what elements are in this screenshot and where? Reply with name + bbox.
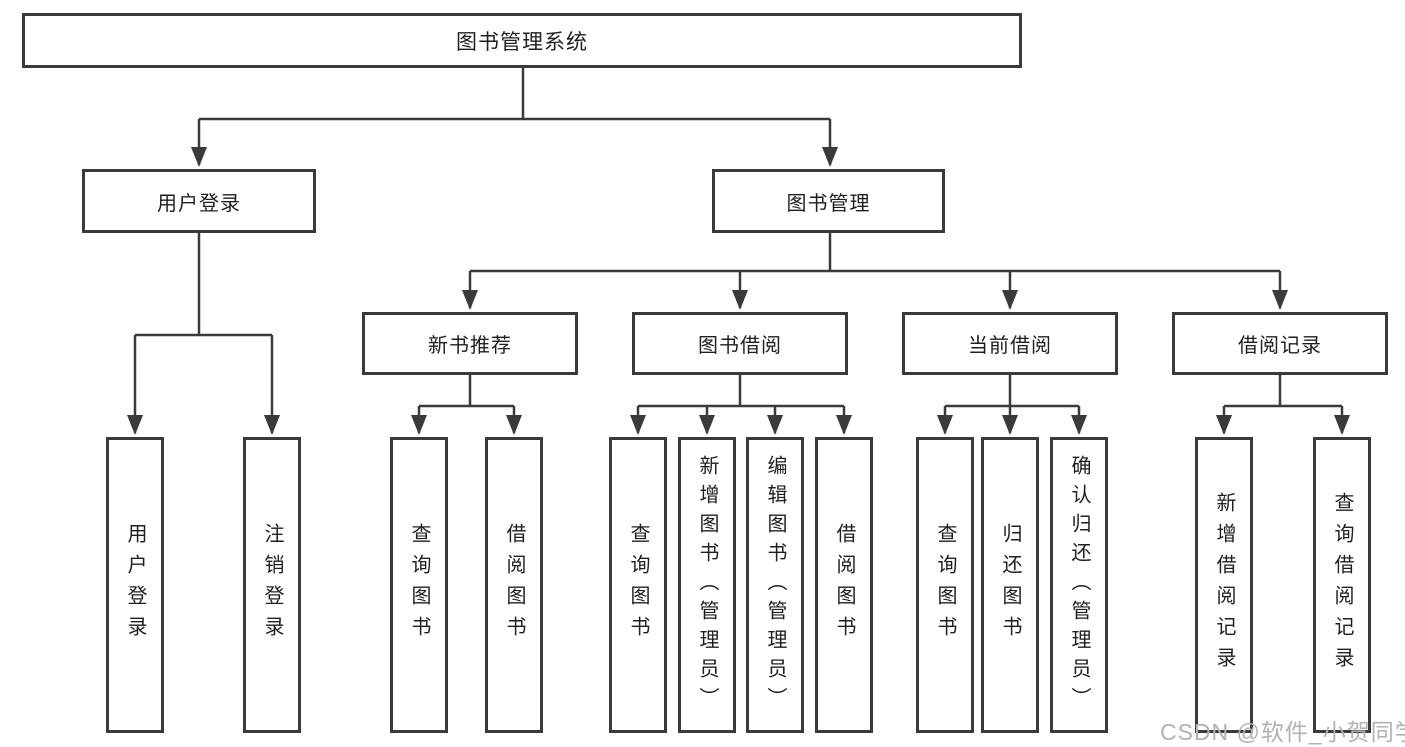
node-root-system: 图书管理系统 <box>22 13 1022 68</box>
leaf-recommend-query-book-label: 查询图书 <box>408 523 430 647</box>
node-new-book-recommend: 新书推荐 <box>362 312 578 375</box>
node-user-login: 用户登录 <box>82 169 316 233</box>
leaf-records-query-record: 查询借阅记录 <box>1313 437 1371 733</box>
leaf-recommend-borrow-book-label: 借阅图书 <box>503 523 525 647</box>
leaf-current-query-book-label: 查询图书 <box>934 523 956 647</box>
leaf-borrow-add-book-admin: 新增图书（管理员） <box>678 437 736 733</box>
node-current-borrow: 当前借阅 <box>902 312 1118 375</box>
leaf-records-add-record-label: 新增借阅记录 <box>1213 492 1235 678</box>
leaf-borrow-edit-book-admin: 编辑图书（管理员） <box>746 437 804 733</box>
node-book-borrow: 图书借阅 <box>632 312 848 375</box>
leaf-current-return-book: 归还图书 <box>981 437 1039 733</box>
leaf-recommend-query-book: 查询图书 <box>390 437 448 733</box>
leaf-logout: 注销登录 <box>243 437 301 733</box>
leaf-user-login: 用户登录 <box>106 437 164 733</box>
leaf-borrow-query-book-label: 查询图书 <box>627 523 649 647</box>
node-borrow-records: 借阅记录 <box>1172 312 1388 375</box>
leaf-current-query-book: 查询图书 <box>916 437 974 733</box>
csdn-watermark: CSDN @软件_小贺同学 <box>1160 719 1405 745</box>
leaf-logout-label: 注销登录 <box>261 523 283 647</box>
leaf-current-confirm-return-admin-label: 确认归还（管理员） <box>1068 454 1090 716</box>
leaf-borrow-borrow-book-label: 借阅图书 <box>833 523 855 647</box>
leaf-borrow-edit-book-admin-label: 编辑图书（管理员） <box>764 454 786 716</box>
leaf-borrow-query-book: 查询图书 <box>609 437 667 733</box>
leaf-borrow-add-book-admin-label: 新增图书（管理员） <box>696 454 718 716</box>
leaf-user-login-label: 用户登录 <box>124 523 146 647</box>
leaf-current-confirm-return-admin: 确认归还（管理员） <box>1050 437 1108 733</box>
leaf-recommend-borrow-book: 借阅图书 <box>485 437 543 733</box>
leaf-borrow-borrow-book: 借阅图书 <box>815 437 873 733</box>
node-book-management: 图书管理 <box>712 169 945 233</box>
leaf-current-return-book-label: 归还图书 <box>999 523 1021 647</box>
leaf-records-query-record-label: 查询借阅记录 <box>1331 492 1353 678</box>
tree-edges <box>127 68 1350 435</box>
leaf-records-add-record: 新增借阅记录 <box>1195 437 1253 733</box>
